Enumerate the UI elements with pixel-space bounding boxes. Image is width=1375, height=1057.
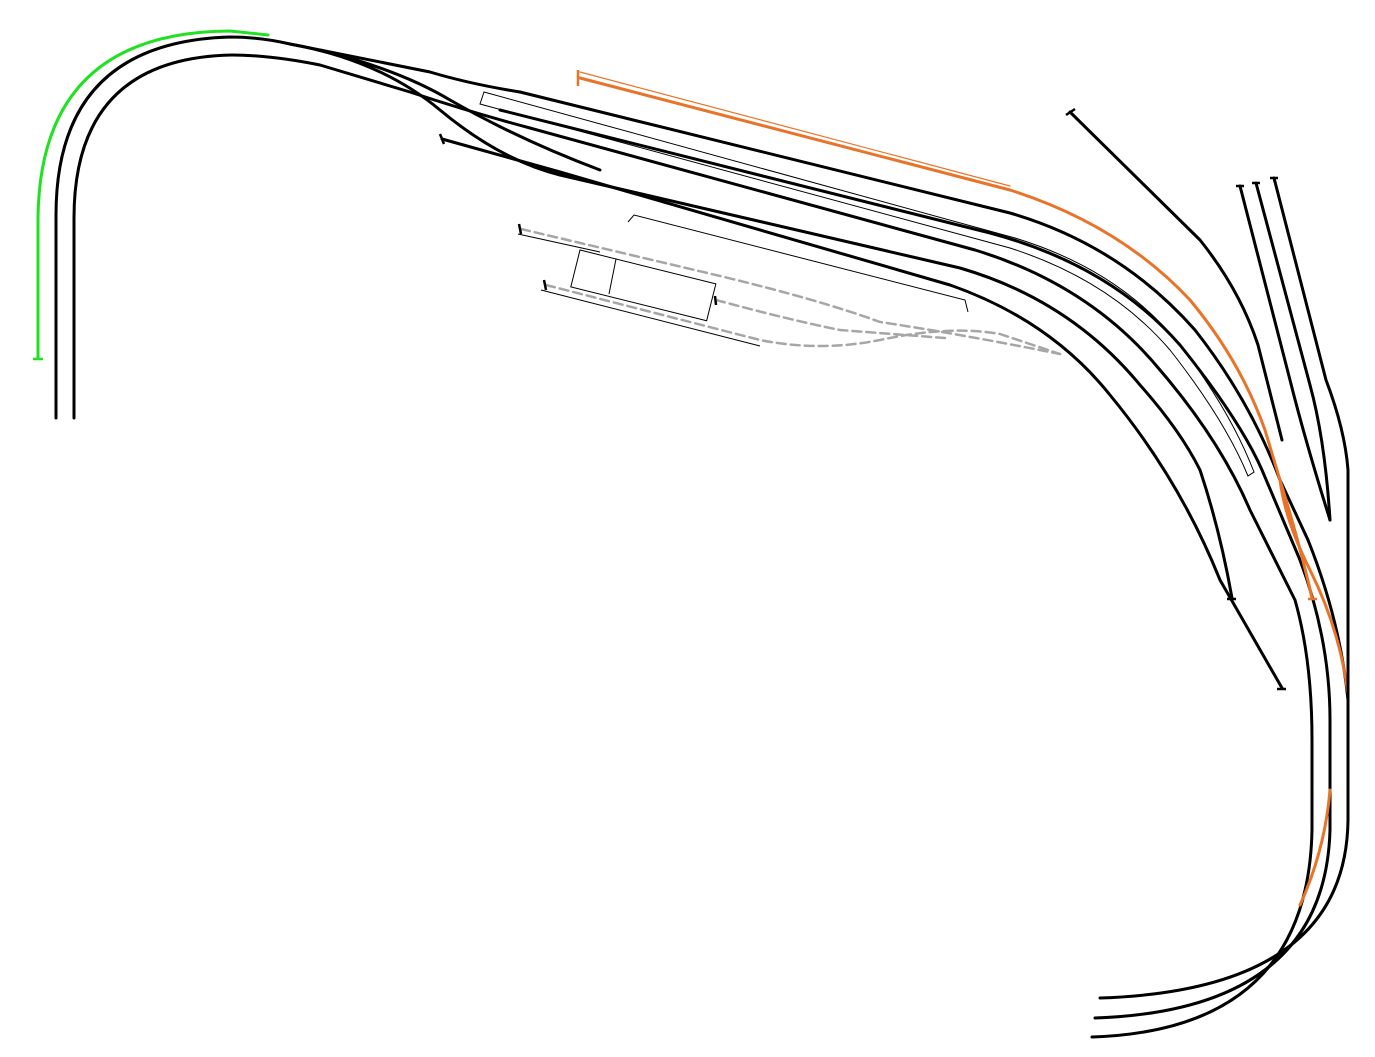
orange-track [576,70,1350,907]
fiddle-buffer-long [1065,107,1076,117]
goods-shed-divider [608,258,617,295]
station-track-2 [498,108,1332,1020]
left-crossover-1 [288,42,562,177]
fiddle-yard [1065,107,1350,702]
goods-buffer-2 [542,279,548,291]
left-crossover-2 [318,48,602,172]
mainline-left-inner [72,53,532,420]
green-track-curve [36,29,270,360]
station-track-4 [558,173,1234,600]
goods-siding-edge-lower [540,289,761,347]
platform-outline [479,91,1255,477]
goods-siding-3 [714,298,947,340]
goods-buffer-1 [517,223,523,235]
goods-yard [517,223,1062,356]
fiddle-yard-spur-3 [1272,176,1350,702]
fiddle-yard-spur-2 [1254,181,1332,522]
orange-track-branch [1278,478,1350,696]
orange-track-lower [1298,788,1332,907]
fiddle-yard-long-spur [1068,110,1284,442]
goods-siding-1 [519,227,1062,356]
mainline-left-outer [54,35,522,420]
station-track-5 [440,137,1284,690]
goods-buffer-3 [713,295,718,306]
station-platform [479,91,1255,477]
orange-track-thin-edge [579,71,1011,187]
station-tracks [438,90,1350,1039]
station-track-1 [518,90,1350,1000]
track-5-buffer-stop [438,133,446,145]
mainline-tracks [54,35,602,420]
station-track-3 [528,126,1314,1039]
goods-siding-edge-upper [517,233,601,253]
goods-platform-edge [627,214,969,313]
goods-siding-2 [544,283,1062,356]
fiddle-yard-spur-1 [1238,184,1332,522]
green-track [33,29,270,361]
orange-track-main [578,76,1314,600]
goods-shed [570,249,717,322]
